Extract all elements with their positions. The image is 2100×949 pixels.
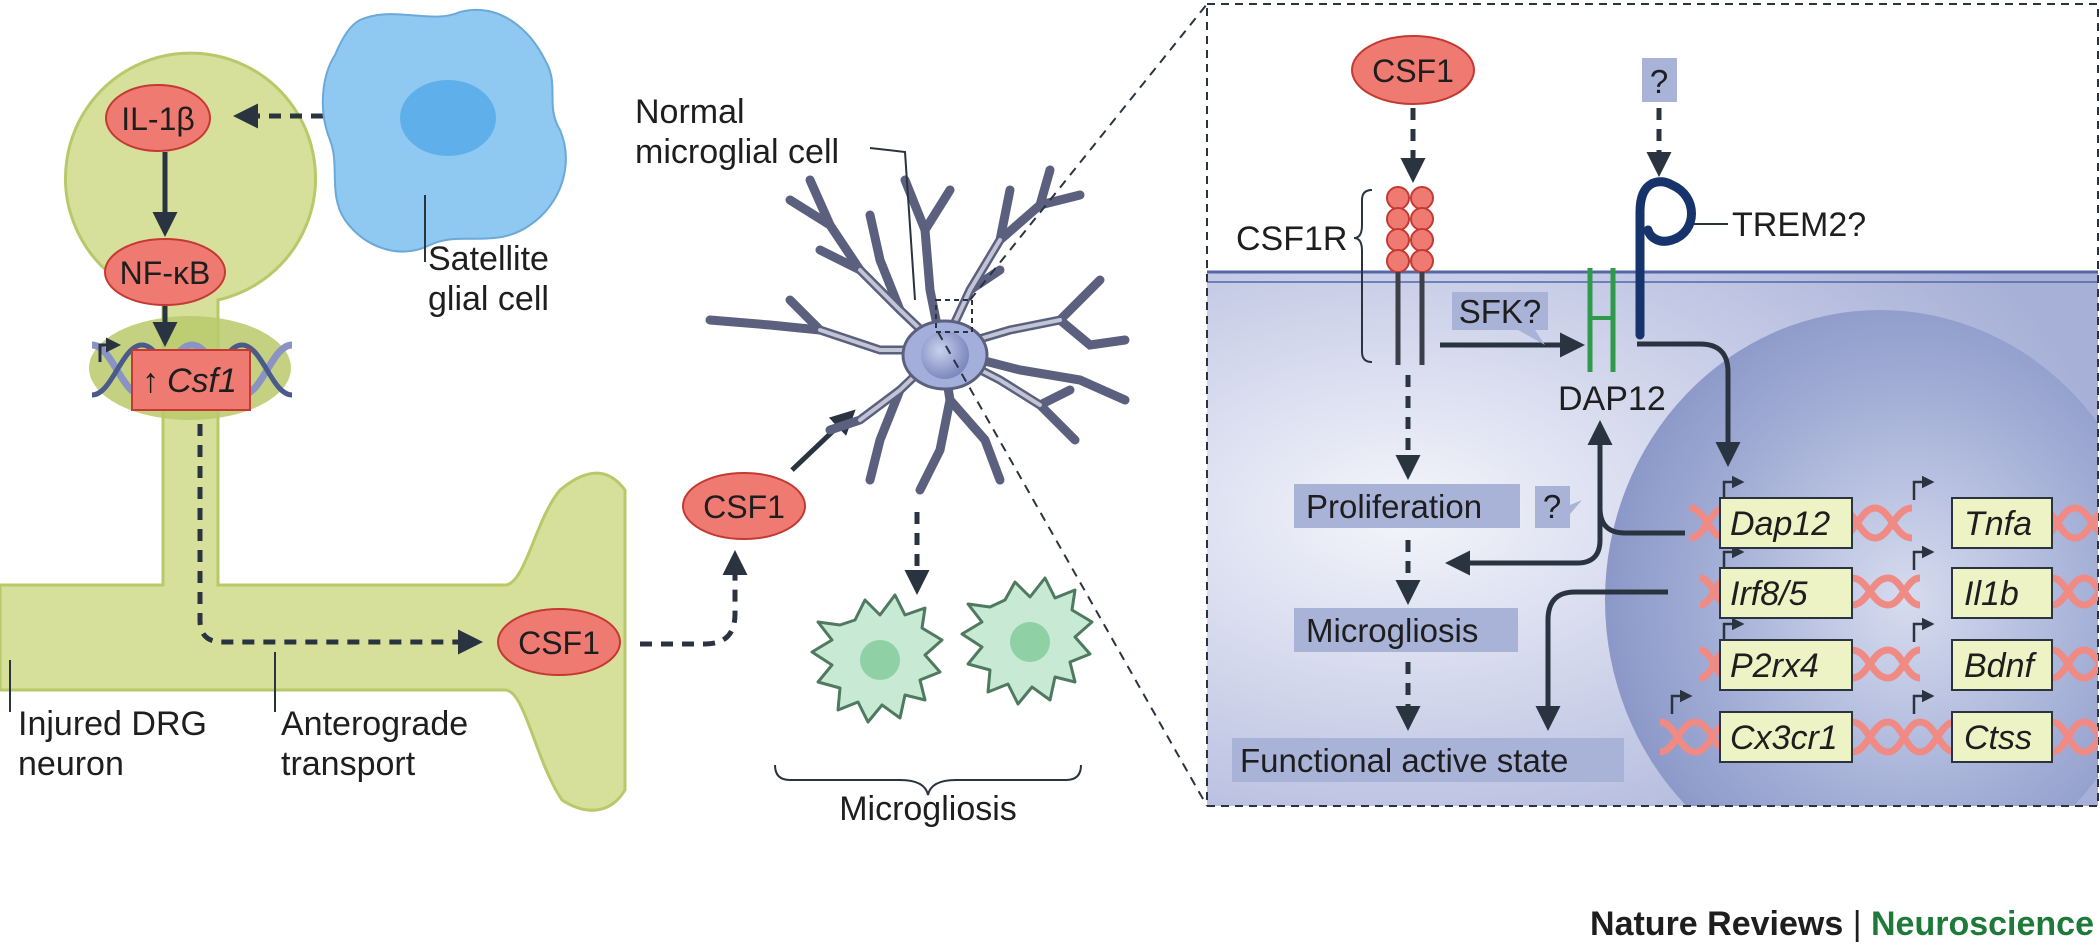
nfkb-oval: NF-κB bbox=[104, 238, 226, 306]
gene-bdnf: Bdnf bbox=[1964, 647, 2037, 685]
csf1-release-arrow bbox=[640, 550, 748, 647]
microgliosis-label: Microgliosis bbox=[839, 790, 1017, 828]
genes-to-dap12-arrow bbox=[1587, 420, 1685, 536]
injured-label-line1: Injured DRG bbox=[18, 705, 207, 743]
csf1-gene-label: Csf1 bbox=[167, 362, 237, 400]
normal-label-line2: microglial cell bbox=[635, 133, 839, 171]
functional-state-box: Functional active state bbox=[1232, 738, 1624, 782]
up-arrow-icon: ↑ bbox=[142, 362, 159, 400]
proliferation-box: Proliferation bbox=[1294, 484, 1520, 528]
gene-box-ctss: Ctss bbox=[1951, 711, 2053, 763]
dap12-label: DAP12 bbox=[1558, 380, 1666, 418]
gene-cx3cr1: Cx3cr1 bbox=[1730, 719, 1838, 757]
unknown-ligand-box: ? bbox=[1642, 58, 1677, 102]
gene-box-dap12: Dap12 bbox=[1719, 497, 1853, 549]
il1b-oval: IL-1β bbox=[105, 84, 211, 152]
csf1-gene-box: ↑ Csf1 bbox=[131, 349, 251, 411]
gene-p2rx4: P2rx4 bbox=[1730, 647, 1819, 685]
gene-rows: Dap12 Irf8/5 P2rx4 Cx3cr1 Tnfa Il1b Bdnf bbox=[1659, 475, 2098, 763]
gene-box-cx3cr1: Cx3cr1 bbox=[1719, 711, 1853, 763]
csf1r-label: CSF1R bbox=[1236, 220, 1347, 258]
question-box-mid: ? bbox=[1535, 486, 1582, 528]
gene-box-il1b: Il1b bbox=[1951, 567, 2053, 619]
trem2-label: TREM2? bbox=[1732, 206, 1866, 244]
gene-ctss: Ctss bbox=[1964, 719, 2032, 757]
csf1r-receptor bbox=[1386, 186, 1434, 365]
microgliosis-box: Microgliosis bbox=[1294, 608, 1518, 652]
dap12-adaptor bbox=[1587, 268, 1616, 372]
nfkb-label: NF-κB bbox=[120, 255, 211, 291]
gene-tnfa: Tnfa bbox=[1964, 505, 2032, 543]
satellite-label-line2: glial cell bbox=[428, 280, 549, 318]
microgliosis-brace bbox=[774, 764, 1082, 796]
csf1-oval-panel: CSF1 bbox=[1351, 35, 1475, 105]
gene-box-tnfa: Tnfa bbox=[1951, 497, 2053, 549]
anterograde-transport-arrow bbox=[197, 424, 483, 655]
activated-microglia-left bbox=[810, 593, 944, 724]
panel-border bbox=[1206, 3, 2099, 807]
gene-box-bdnf: Bdnf bbox=[1951, 639, 2053, 691]
sfk-label: SFK? bbox=[1459, 293, 1542, 330]
journal-credit: Nature Reviews | Neuroscience bbox=[1590, 905, 2094, 944]
functional-state-label: Functional active state bbox=[1240, 742, 1568, 779]
gene-irf85: Irf8/5 bbox=[1730, 575, 1808, 613]
gene-promoter-arrows bbox=[1670, 475, 1935, 714]
zoom-line-top bbox=[969, 3, 1208, 301]
proliferation-label: Proliferation bbox=[1306, 488, 1482, 525]
il1b-label: IL-1β bbox=[121, 101, 195, 137]
zoom-line-bottom bbox=[937, 331, 1208, 807]
question-mid-label: ? bbox=[1543, 488, 1561, 525]
gene-box-p2rx4: P2rx4 bbox=[1719, 639, 1853, 691]
journal-name: Nature Reviews bbox=[1590, 905, 1844, 943]
injured-label-line2: neuron bbox=[18, 745, 124, 783]
microglia-soma bbox=[921, 331, 969, 379]
trem2-receptor bbox=[1635, 177, 1728, 340]
satellite-label-line1: Satellite bbox=[428, 240, 549, 278]
anterograde-label-line2: transport bbox=[281, 745, 416, 783]
zoom-region-box bbox=[935, 299, 973, 333]
csf1-oval-axon: CSF1 bbox=[497, 608, 621, 676]
activated-microglia-right bbox=[960, 576, 1094, 706]
csf1r-bracket bbox=[1353, 189, 1373, 363]
csf1-oval-released: CSF1 bbox=[682, 472, 806, 540]
dap12-to-microgliosis-arrow bbox=[1445, 425, 1603, 576]
unknown-ligand-label: ? bbox=[1650, 63, 1668, 100]
satellite-glial-cell bbox=[321, 9, 567, 262]
genes-to-functional-arrow bbox=[1535, 589, 1668, 731]
normal-leader-line bbox=[869, 147, 916, 301]
dap12-to-genes-arrow bbox=[1637, 341, 1741, 467]
journal-separator: | bbox=[1852, 905, 1862, 943]
gene-box-irf85: Irf8/5 bbox=[1719, 567, 1853, 619]
csf1-released-label: CSF1 bbox=[703, 489, 785, 525]
csf1-axon-label: CSF1 bbox=[518, 625, 600, 661]
journal-subject: Neuroscience bbox=[1871, 905, 2094, 943]
gene-il1b: Il1b bbox=[1964, 575, 2019, 613]
normal-label-line1: Normal bbox=[635, 93, 745, 131]
gene-dap12: Dap12 bbox=[1730, 505, 1830, 543]
csf1-panel-label: CSF1 bbox=[1372, 53, 1454, 89]
anterograde-label-line1: Anterograde bbox=[281, 705, 468, 743]
microgliosis-panel-label: Microgliosis bbox=[1306, 612, 1478, 649]
sfk-label-box: SFK? bbox=[1452, 292, 1548, 345]
